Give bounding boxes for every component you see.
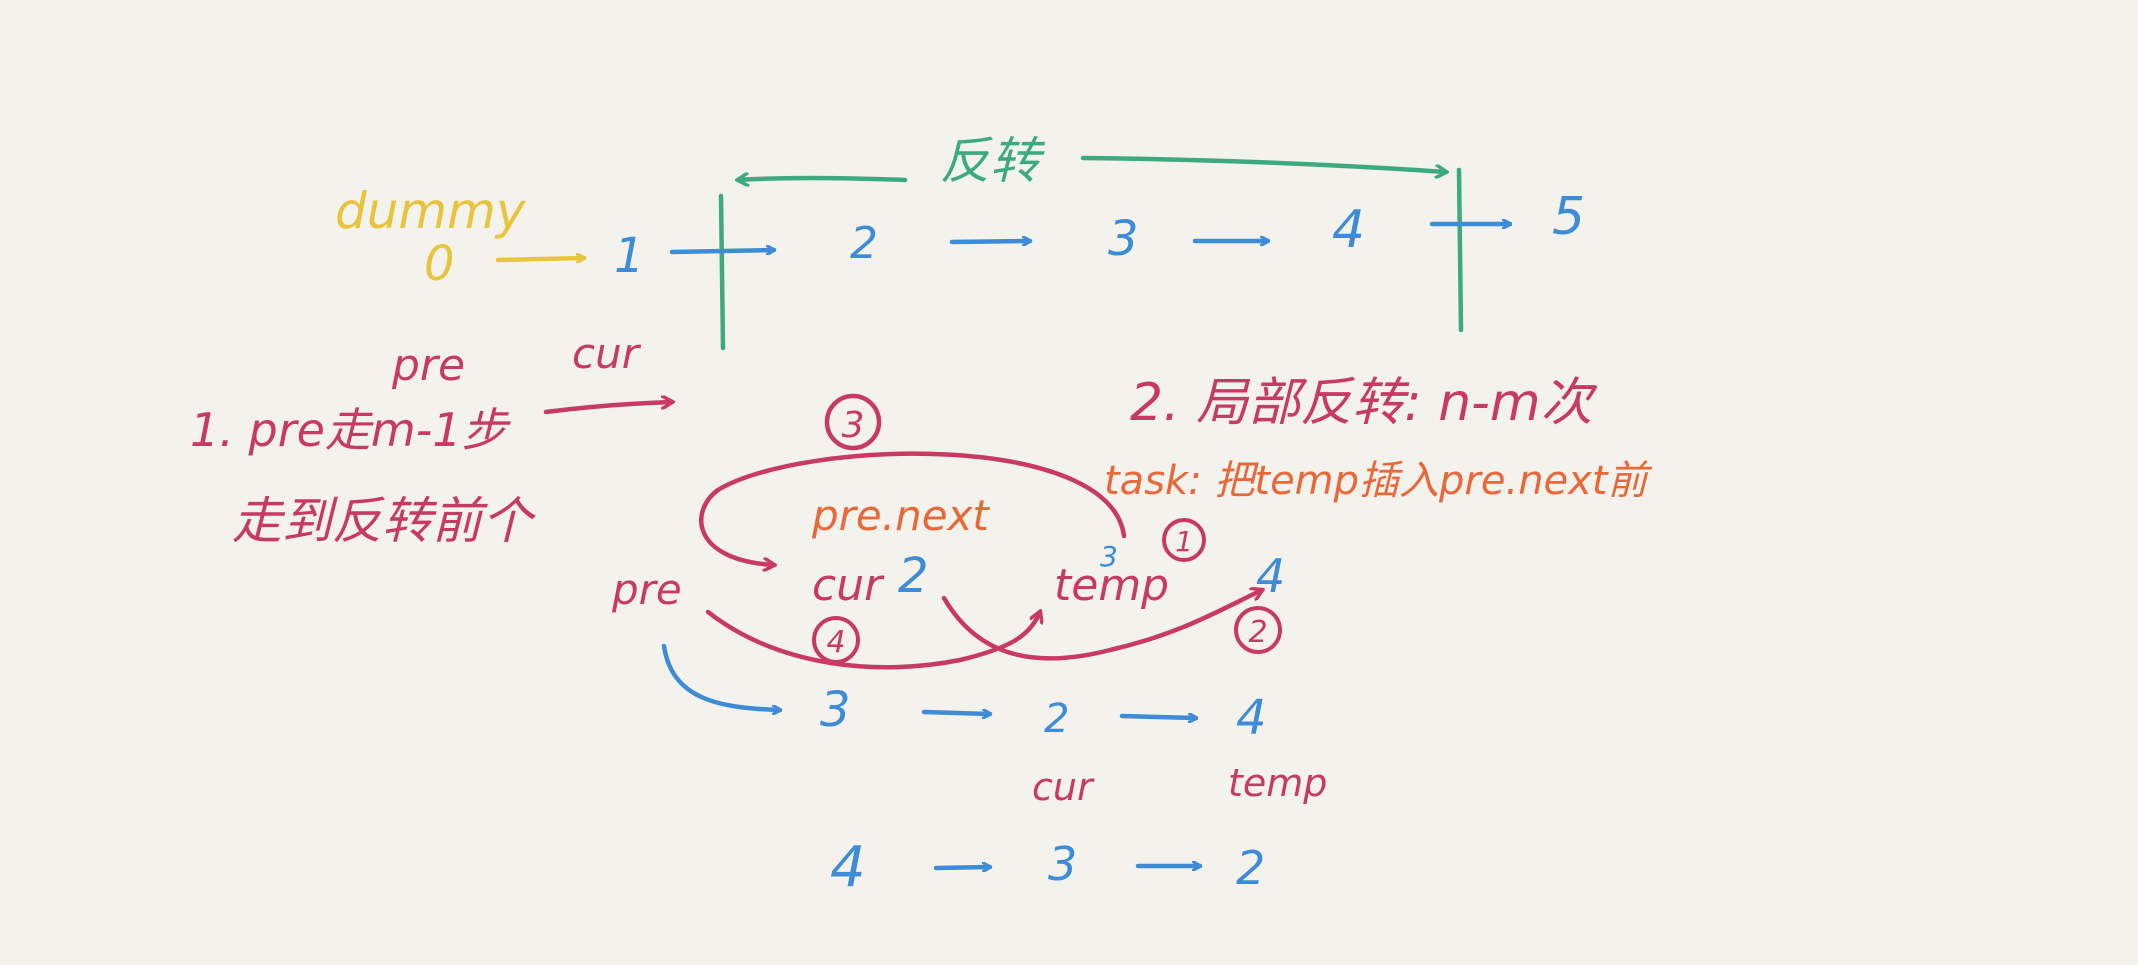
node-1: 1 <box>614 228 645 284</box>
node-3: 3 <box>1108 211 1139 267</box>
step4-arrow-pre-to-temp <box>705 612 1040 670</box>
node-5: 5 <box>1552 187 1585 247</box>
step2-note: 2. 局部反转: n-m次 task: 把temp插入pre.next前 <box>1104 373 1653 504</box>
step1-arrow <box>543 402 672 415</box>
step3-arrow-temp-to-cur <box>699 451 1127 565</box>
step2-title: 2. 局部反转: n-m次 <box>1130 373 1598 433</box>
node-2: 2 <box>850 218 878 269</box>
arrow-2-3 <box>949 241 1033 242</box>
row2-node-2: 2 <box>1044 696 1069 742</box>
row3-node-2: 2 <box>1236 841 1265 895</box>
node-4: 4 <box>1332 200 1365 260</box>
mid-small-3: 3 <box>1100 540 1118 573</box>
row3-list: 4 3 2 <box>830 835 1265 900</box>
reverse-bracket: 反转 <box>718 132 1464 351</box>
row2-pre-arrow <box>661 643 783 710</box>
step1-line2: 走到反转前个 <box>232 492 537 550</box>
top-pre-label: pre <box>391 340 465 391</box>
circle-step-3 <box>824 393 882 451</box>
arrow-0-1 <box>495 258 587 260</box>
step2-task: task: 把temp插入pre.next前 <box>1104 458 1653 504</box>
bracket-left-bar <box>718 193 726 351</box>
reverse-arrow-right <box>1080 155 1446 172</box>
row2-list: 3 2 4 cur temp <box>661 643 1327 809</box>
bracket-right-bar <box>1456 167 1464 333</box>
mid-cur-label: cur <box>812 560 885 611</box>
pre-next-label: pre.next <box>811 491 990 540</box>
reverse-arrow-left <box>738 178 908 180</box>
top-list: dummy 0 1 2 3 4 5 pre cur <box>335 182 1585 391</box>
row3-node-3: 3 <box>1048 837 1077 891</box>
row3-arrow-4-3 <box>933 867 993 868</box>
circle-step-4 <box>812 616 860 664</box>
row2-temp-label: temp <box>1228 761 1327 805</box>
reverse-label: 反转 <box>940 132 1046 190</box>
row2-arrow-3-2 <box>921 712 993 714</box>
mid-node-4: 4 <box>1256 549 1285 603</box>
circle-step-4-label: 4 <box>826 625 845 660</box>
circle-step-2-label: 2 <box>1248 615 1267 650</box>
circle-step-3-label: 3 <box>842 405 865 446</box>
row2-node-4: 4 <box>1236 690 1267 746</box>
dummy-label: dummy <box>335 182 527 240</box>
mid-pre-label: pre <box>611 565 682 614</box>
row2-node-3: 3 <box>820 682 851 738</box>
mid-node-2: 2 <box>898 548 929 604</box>
row3-node-4: 4 <box>830 835 866 900</box>
circle-step-1-label: 1 <box>1175 525 1193 558</box>
row2-arrow-2-4 <box>1119 716 1199 718</box>
arrow-1-2 <box>669 250 777 252</box>
step1-line1: 1. pre走m-1步 <box>190 403 512 457</box>
step1-note: 1. pre走m-1步 走到反转前个 <box>190 402 672 550</box>
step2-arrow-cur-to-4 <box>941 590 1262 661</box>
insertion-diagram: 3 pre.next pre cur 2 3 temp 1 4 2 4 <box>611 393 1285 670</box>
mid-temp-label: temp <box>1054 560 1169 611</box>
top-cur-label: cur <box>572 329 642 378</box>
node-0: 0 <box>424 236 455 292</box>
row2-cur-label: cur <box>1032 765 1095 809</box>
circle-step-1 <box>1162 518 1206 562</box>
circle-step-2 <box>1234 606 1282 654</box>
